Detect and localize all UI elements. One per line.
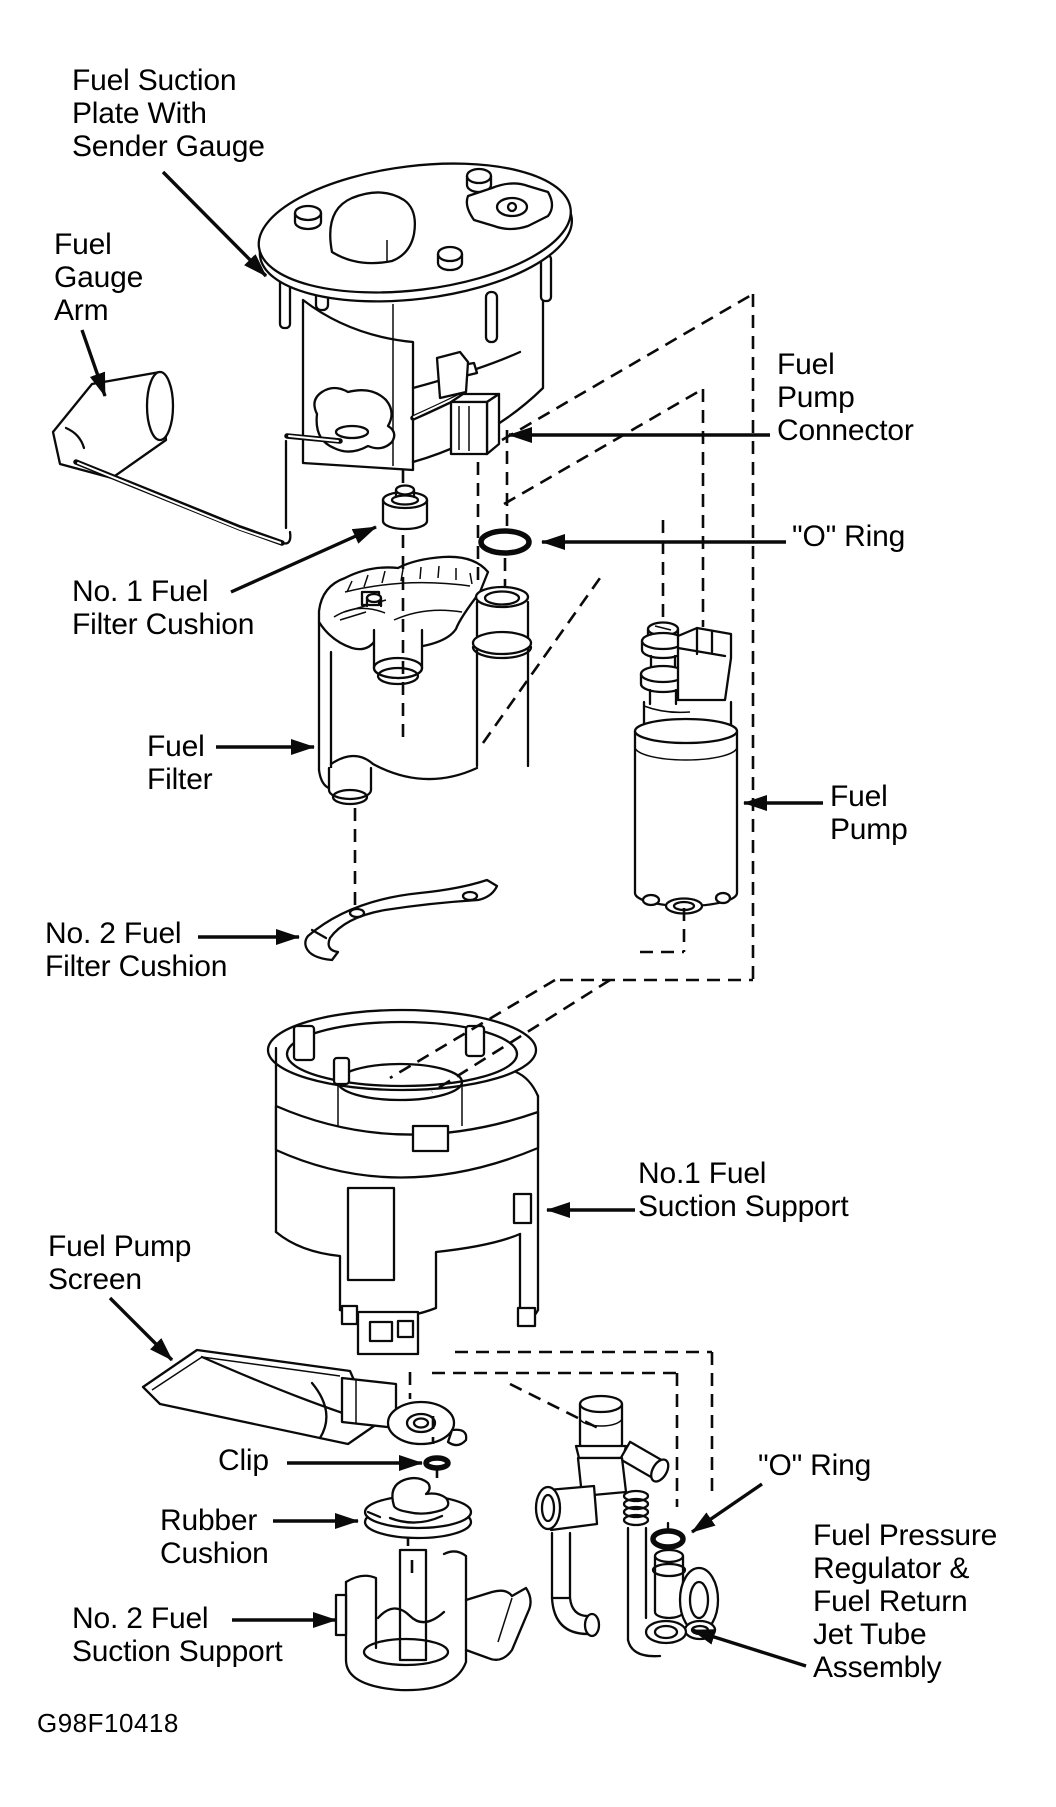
arrow-fuel-gauge-arm [80,329,107,397]
label-rubber-cushion: Rubber Cushion [160,1504,269,1570]
label-clip: Clip [218,1444,269,1477]
label-fuel-pump-screen: Fuel Pump Screen [48,1230,192,1296]
label-o-ring-bottom: "O" Ring [758,1449,872,1482]
fuel-pump-connector-drawing [435,350,501,456]
label-no2-fuel-suction-support: No. 2 Fuel Suction Support [72,1602,283,1668]
fuel-pressure-regulator-drawing [534,1394,720,1658]
arrow-fuel-pressure-regulator [691,1628,807,1668]
fuel-suction-plate-drawing [257,162,574,530]
label-fuel-pump: Fuel Pump [830,780,908,846]
label-fuel-pressure-regulator: Fuel Pressure Regulator & Fuel Return Je… [813,1519,998,1684]
label-fuel-filter: Fuel Filter [147,730,213,796]
label-no1-fuel-suction-support: No.1 Fuel Suction Support [638,1157,849,1223]
no2-fuel-filter-cushion-drawing [304,878,499,962]
label-fuel-gauge-arm: Fuel Gauge Arm [54,228,144,327]
label-o-ring-top: "O" Ring [792,520,906,553]
fuel-pump-screen-drawing [141,1348,468,1447]
alignment-centerlines [353,292,755,1578]
leader-arrows [80,170,823,1668]
label-fuel-suction-plate: Fuel Suction Plate With Sender Gauge [72,64,265,163]
arrow-o-ring-bottom [691,1482,763,1534]
fuel-gauge-arm-drawing [51,370,292,546]
no1-fuel-suction-support-drawing [266,1008,540,1356]
o-ring-top-drawing [478,528,532,556]
figure-code: G98F10418 [37,1708,179,1738]
arrow-fuel-suction-plate [161,170,268,278]
fuel-filter-drawing [317,555,533,806]
fuel-pump-drawing [633,621,739,915]
o-ring-bottom-drawing [650,1528,686,1550]
no2-fuel-suction-support-drawing [334,1548,532,1692]
label-no1-fuel-filter-cushion: No. 1 Fuel Filter Cushion [72,575,255,641]
arrow-fuel-pump-screen [108,1296,174,1362]
label-no2-fuel-filter-cushion: No. 2 Fuel Filter Cushion [45,917,228,983]
no1-fuel-filter-cushion-drawing [381,484,429,531]
clip-drawing [423,1455,451,1471]
rubber-cushion-drawing [363,1476,473,1540]
label-fuel-pump-connector: Fuel Pump Connector [777,348,914,447]
arrow-no1-fuel-filter-cushion [230,525,377,594]
